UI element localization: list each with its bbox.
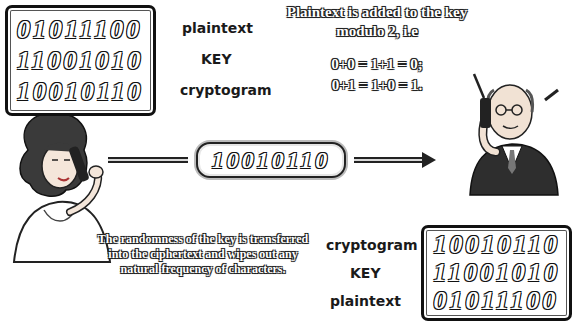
binary-word: 10010110 xyxy=(17,76,144,107)
woman-figure xyxy=(14,113,110,262)
note-text: 0+0 = 1+1 = 0; xyxy=(296,55,458,74)
binary-word: 10010110 xyxy=(212,146,331,174)
row-label: KEY xyxy=(350,265,381,282)
note-text: The randomness of the key is transferred… xyxy=(93,232,313,277)
row-label: plaintext xyxy=(182,20,253,37)
note-text: 0+1 = 1+0 = 1. xyxy=(296,76,458,95)
row-label: cryptogram xyxy=(326,237,418,254)
binary-box: 010111001100101010010110 xyxy=(5,5,156,116)
row-label: cryptogram xyxy=(180,82,272,99)
binary-word: 01011100 xyxy=(17,14,144,45)
binary-box: 100101101100101001011100 xyxy=(421,225,572,321)
note-text: Plaintext is added to the key modulo 2, … xyxy=(280,3,474,41)
binary-word: 11001010 xyxy=(17,45,144,76)
man-figure xyxy=(470,74,558,195)
binary-word: 11001010 xyxy=(433,259,560,287)
cipher-box: 10010110 xyxy=(196,142,347,178)
row-label: KEY xyxy=(201,51,232,68)
binary-word: 10010110 xyxy=(433,231,560,259)
binary-word: 01011100 xyxy=(433,287,560,315)
row-label: plaintext xyxy=(330,293,401,310)
